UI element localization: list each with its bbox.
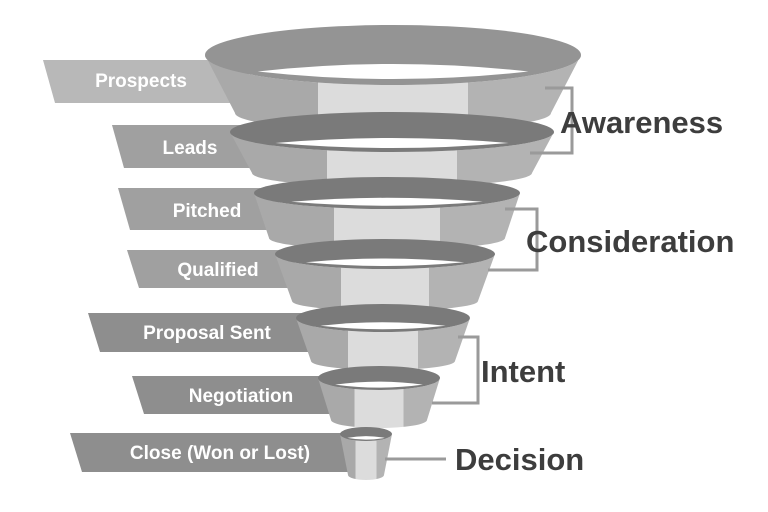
stage-decision: Decision — [455, 442, 584, 477]
level-label: Proposal Sent — [143, 323, 271, 344]
stage-awareness: Awareness — [560, 105, 723, 140]
level-label: Prospects — [95, 71, 187, 92]
consideration-bracket — [488, 207, 539, 272]
segment-opening — [275, 138, 509, 148]
funnel-segment — [340, 434, 392, 480]
level-band — [70, 433, 362, 472]
segment-opening — [257, 64, 529, 79]
funnel-segment — [318, 378, 440, 428]
segment-opening — [347, 436, 385, 440]
funnel-segment — [205, 55, 581, 131]
level-band — [118, 188, 287, 230]
level-label: Leads — [163, 138, 218, 159]
stage-intent: Intent — [481, 354, 565, 389]
stage-brackets — [385, 86, 574, 461]
level-label: Pitched — [173, 201, 242, 222]
level-label: Close (Won or Lost) — [130, 443, 310, 464]
segment-opening — [305, 258, 465, 266]
funnel-segment — [230, 132, 554, 187]
level-band — [127, 250, 302, 288]
level-label: Qualified — [177, 260, 258, 281]
level-band — [43, 60, 257, 103]
funnel-segment — [254, 193, 520, 250]
funnel-segment — [275, 254, 495, 311]
segment-opening — [291, 197, 483, 206]
level-band — [88, 313, 322, 352]
level-band — [132, 376, 347, 414]
awareness-bracket — [530, 86, 574, 155]
funnel-segment — [296, 318, 470, 370]
segment-opening — [320, 322, 446, 330]
level-label: Negotiation — [189, 386, 294, 407]
segment-opening — [335, 381, 423, 388]
intent-bracket — [432, 335, 480, 405]
stage-consideration: Consideration — [526, 224, 734, 259]
